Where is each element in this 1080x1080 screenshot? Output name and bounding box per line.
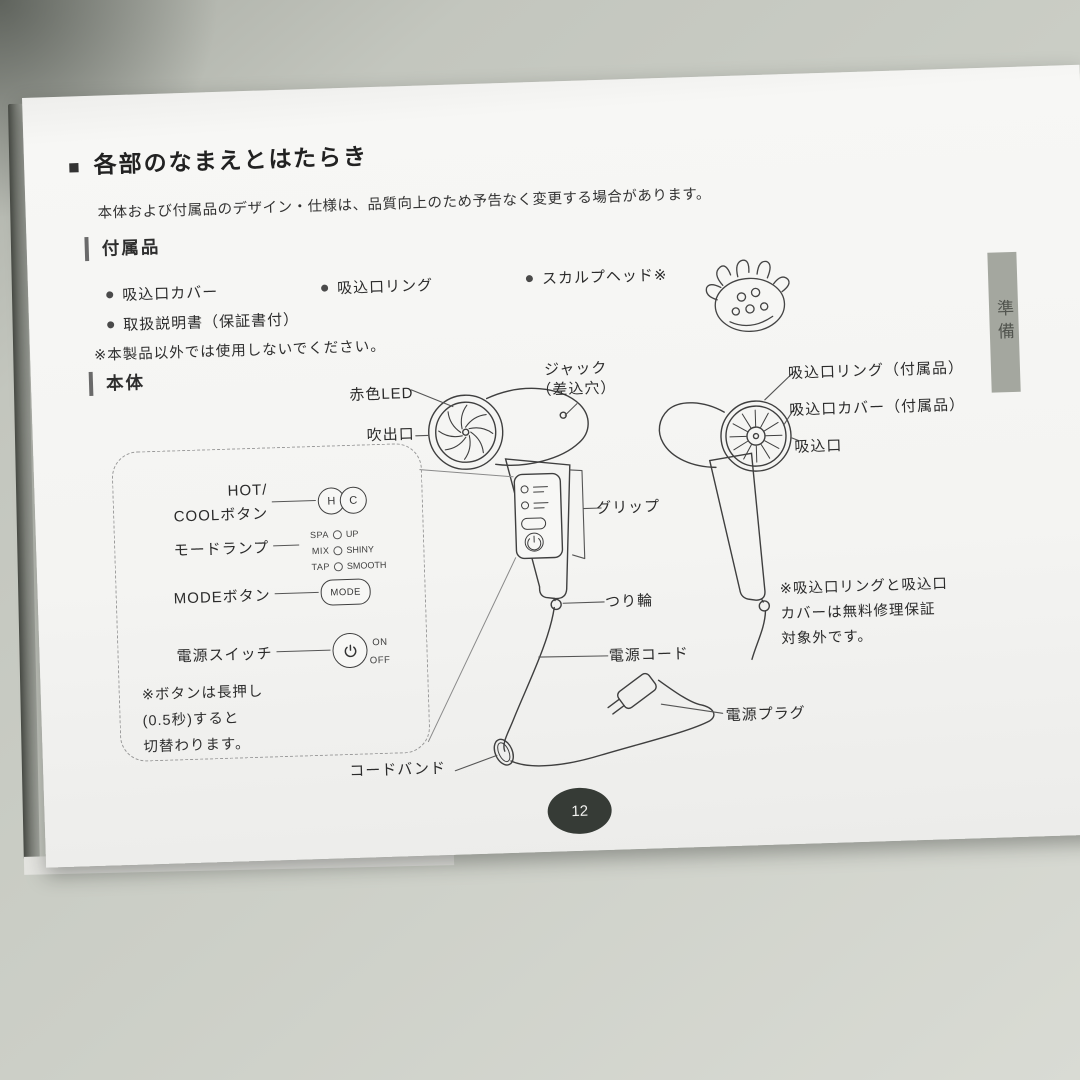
- accessory-item: 取扱説明書（保証書付）: [107, 308, 300, 335]
- leader-line: [273, 544, 300, 547]
- lamp-right-label: SHINY: [346, 544, 375, 556]
- bullet-dot-icon: [320, 284, 329, 292]
- off-label: OFF: [369, 654, 391, 667]
- manual-page: ■ 各部のなまえとはたらき 本体および付属品のデザイン・仕様は、品質向上のため予告…: [22, 64, 1080, 868]
- page-title-text: 各部のなまえとはたらき: [93, 143, 369, 178]
- design-change-notice: 本体および付属品のデザイン・仕様は、品質向上のため予告なく変更する場合があります…: [97, 186, 712, 222]
- label-inlet-ring: 吸込口リング（付属品）: [787, 359, 965, 383]
- accessories-warning-note: ※本製品以外では使用しないでください。: [93, 338, 386, 364]
- page-title: ■ 各部のなまえとはたらき: [68, 137, 369, 180]
- lamp-circle-icon: [333, 545, 343, 555]
- dryer-front-view: [428, 387, 589, 611]
- dryer-rear-view: [658, 400, 792, 661]
- long-press-note-line2: (0.5秒)すると: [142, 710, 240, 730]
- plug-drawing: [607, 672, 657, 715]
- leader-lines: [410, 370, 800, 772]
- main-unit-heading: 本体: [88, 370, 146, 397]
- label-hot-cool-line2: COOLボタン: [173, 505, 269, 526]
- lamp-circle-icon: [333, 561, 344, 571]
- warranty-note-line2: カバーは無料修理保証: [780, 601, 936, 623]
- jack-hole: [559, 411, 567, 419]
- power-button-icon: [331, 632, 369, 669]
- lamp-left-label: SPA: [309, 529, 330, 541]
- label-power-plug: 電源プラグ: [725, 704, 806, 725]
- label-power-cord: 電源コード: [608, 645, 690, 665]
- bullet-dot-icon: [525, 274, 534, 282]
- leader-line: [274, 591, 319, 595]
- label-hot-cool-button: HOT/ COOLボタン: [121, 478, 268, 531]
- accessory-label: スカルプヘッド※: [541, 266, 668, 288]
- page-number-badge: 12: [546, 786, 613, 835]
- label-outlet: 吹出口: [366, 425, 416, 445]
- lamp-circle-icon: [332, 529, 342, 539]
- long-press-note: ※ボタンは長押し (0.5秒)すると 切替わります。: [141, 679, 265, 761]
- label-mode-button: MODEボタン: [173, 587, 272, 608]
- square-bullet-icon: ■: [67, 157, 83, 179]
- bullet-dot-icon: [106, 290, 114, 298]
- leader-line: [271, 499, 316, 503]
- accessories-heading: 付属品: [84, 234, 161, 262]
- label-jack-line2: （差込穴）: [536, 379, 617, 399]
- label-grip: グリップ: [595, 498, 661, 518]
- on-label: ON: [372, 636, 388, 649]
- bullet-dot-icon: [107, 320, 115, 328]
- lamp-left-label: MIX: [311, 545, 330, 557]
- label-cord-band: コードバンド: [349, 760, 447, 781]
- warranty-note: ※吸込口リングと吸込口 カバーは無料修理保証 対象外です。: [779, 572, 949, 652]
- label-power-switch: 電源スイッチ: [176, 645, 273, 666]
- accessory-item: 吸込口リング: [320, 274, 434, 299]
- lamp-right-label: UP: [345, 528, 359, 540]
- label-jack: ジャック （差込穴）: [519, 358, 634, 402]
- cool-button-icon: C: [339, 486, 368, 515]
- accessory-item: スカルプヘッド※: [525, 264, 668, 289]
- cord-band-drawing: [493, 738, 514, 766]
- lamp-right-label: SMOOTH: [346, 559, 387, 572]
- scalp-head-illustration: [705, 259, 790, 333]
- mode-lamp-legend: SPA UP MIX SHINY TAP SMOOTH: [303, 525, 387, 576]
- hanging-loop: [550, 598, 562, 611]
- accessory-label: 取扱説明書（保証書付）: [122, 311, 300, 334]
- accessory-label: 吸込口リング: [336, 277, 434, 298]
- hair-dryer-diagram: [410, 370, 800, 772]
- section-tab-junbi: 準備: [987, 251, 1021, 393]
- leader-line: [276, 649, 331, 653]
- lamp-row: TAP SMOOTH: [304, 557, 387, 576]
- label-red-led: 赤色LED: [349, 384, 414, 404]
- label-inlet: 吸込口: [794, 437, 843, 456]
- mode-button-icon: MODE: [320, 578, 372, 606]
- power-cord-drawing: [493, 606, 715, 767]
- label-mode-lamp: モードランプ: [173, 539, 270, 560]
- zoom-box-leaders: [419, 469, 517, 743]
- accessory-item: 吸込口カバー: [106, 281, 219, 306]
- label-inlet-cover: 吸込口カバー（付属品）: [788, 396, 966, 420]
- warranty-note-line3: 対象外です。: [781, 628, 874, 648]
- power-symbol-icon: [344, 644, 356, 657]
- grip-panel: [513, 472, 564, 560]
- lamp-left-label: TAP: [311, 561, 331, 573]
- long-press-note-line1: ※ボタンは長押し: [141, 683, 264, 704]
- long-press-note-line3: 切替わります。: [143, 736, 251, 756]
- accessory-label: 吸込口カバー: [121, 283, 219, 304]
- control-panel-zoom-box: HOT/ COOLボタン H C モードランプ SPA UP MIX SHINY: [111, 442, 431, 763]
- label-hang-loop: つり輪: [604, 592, 654, 611]
